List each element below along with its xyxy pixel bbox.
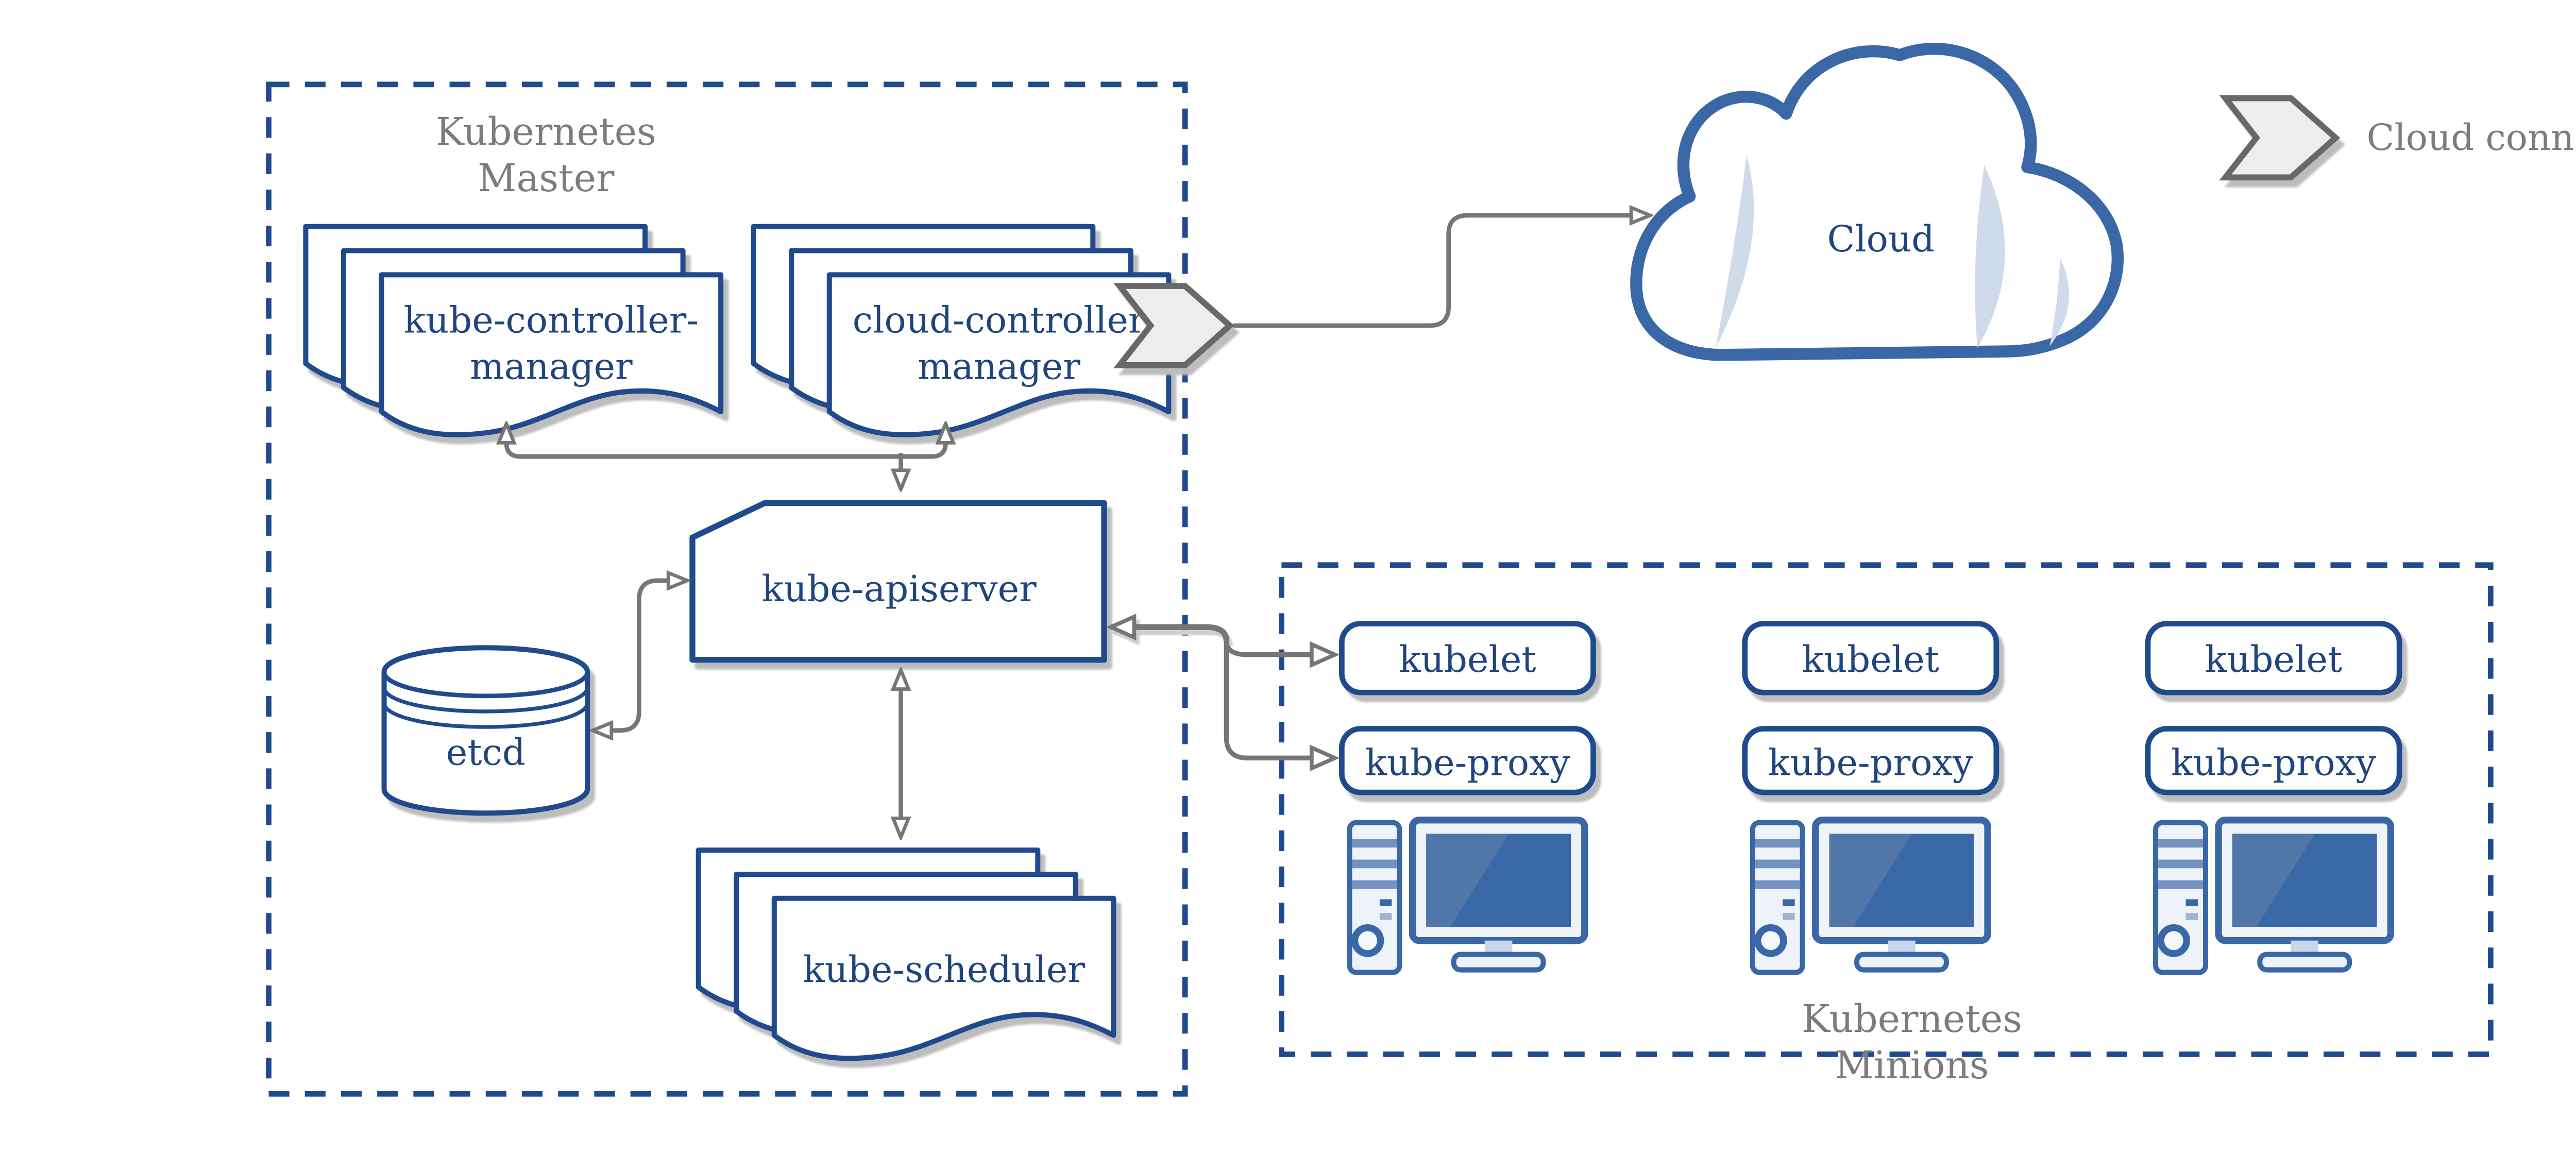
kube-apiserver-node: kube-apiserver (689, 500, 1107, 663)
kubelet-label: kubelet (1399, 638, 1536, 681)
kube-scheduler-label: kube-scheduler (803, 948, 1085, 991)
connectors (506, 215, 1650, 837)
arrow-apiserver-to-kube-proxy (1224, 640, 1335, 758)
kube-proxy-label: kube-proxy (2171, 742, 2376, 784)
cloud-shine-large (1975, 165, 2005, 348)
kube-controller-manager-label-line2: manager (470, 346, 633, 388)
master-title-line2: Master (478, 157, 615, 200)
workstation-icon (1349, 820, 1584, 973)
cloud-node: Cloud (1630, 43, 2124, 361)
workstation-icon (2156, 820, 2391, 973)
minions-title-line1: Kubernetes (1802, 997, 2022, 1041)
master-group-border (266, 81, 1188, 1097)
kube-scheduler-node: kube-scheduler (699, 850, 1114, 1058)
minion-node-1: kubelet kube-proxy (1339, 621, 1596, 973)
kubelet-box (1742, 621, 1999, 696)
arrow-into-apiserver-right (1111, 627, 1230, 641)
database-cylinder-icon (381, 645, 590, 816)
kubelet-label: kubelet (2205, 638, 2342, 681)
kubelet-label: kubelet (1802, 638, 1939, 681)
minion-node-2: kubelet kube-proxy (1742, 621, 1999, 973)
kube-proxy-box (1339, 726, 1596, 795)
minions-group-border (1279, 562, 2494, 1057)
etcd-label: etcd (446, 732, 526, 774)
kube-controller-manager-label-line1: kube-controller- (404, 299, 699, 341)
cloud-label: Cloud (1827, 218, 1935, 260)
cloud-connector-legend-icon (2225, 98, 2335, 178)
arrow-to-cloud-controller-manager (901, 424, 946, 459)
kube-controller-manager-node: kube-controller- manager (306, 227, 721, 435)
minion-node-3: kubelet kube-proxy (2145, 621, 2402, 973)
legend: Cloud connector (2225, 98, 2576, 178)
arrow-apiserver-etcd (592, 581, 687, 731)
arrow-to-cloud (1233, 215, 1650, 328)
legend-label: Cloud connector (2367, 116, 2576, 159)
kube-proxy-label: kube-proxy (1365, 742, 1570, 784)
kube-proxy-box (1742, 726, 1999, 795)
cloud-controller-manager-label-line1: cloud-controller (853, 299, 1146, 341)
kubelet-box (1339, 621, 1596, 696)
workstation-icon (1753, 820, 1988, 973)
cloud-controller-manager-label-line2: manager (918, 346, 1080, 388)
kubelet-box (2145, 621, 2402, 696)
master-title-line1: Kubernetes (436, 110, 656, 154)
kube-proxy-label: kube-proxy (1768, 742, 1973, 784)
apiserver-card-shape (689, 500, 1107, 663)
arrow-apiserver-to-kubelet (1224, 640, 1335, 655)
cloud-controller-manager-node: cloud-controller manager (754, 227, 1169, 435)
minions-title-line2: Minions (1835, 1044, 1989, 1088)
kube-proxy-box (2145, 726, 2402, 795)
cloud-shine-right (2049, 258, 2070, 347)
cloud-shine-small (1715, 155, 1754, 348)
arrow-to-kube-controller-manager (506, 424, 901, 459)
cloud-shape (1630, 43, 2124, 361)
etcd-node: etcd (381, 645, 590, 816)
kube-apiserver-label: kube-apiserver (762, 568, 1037, 610)
